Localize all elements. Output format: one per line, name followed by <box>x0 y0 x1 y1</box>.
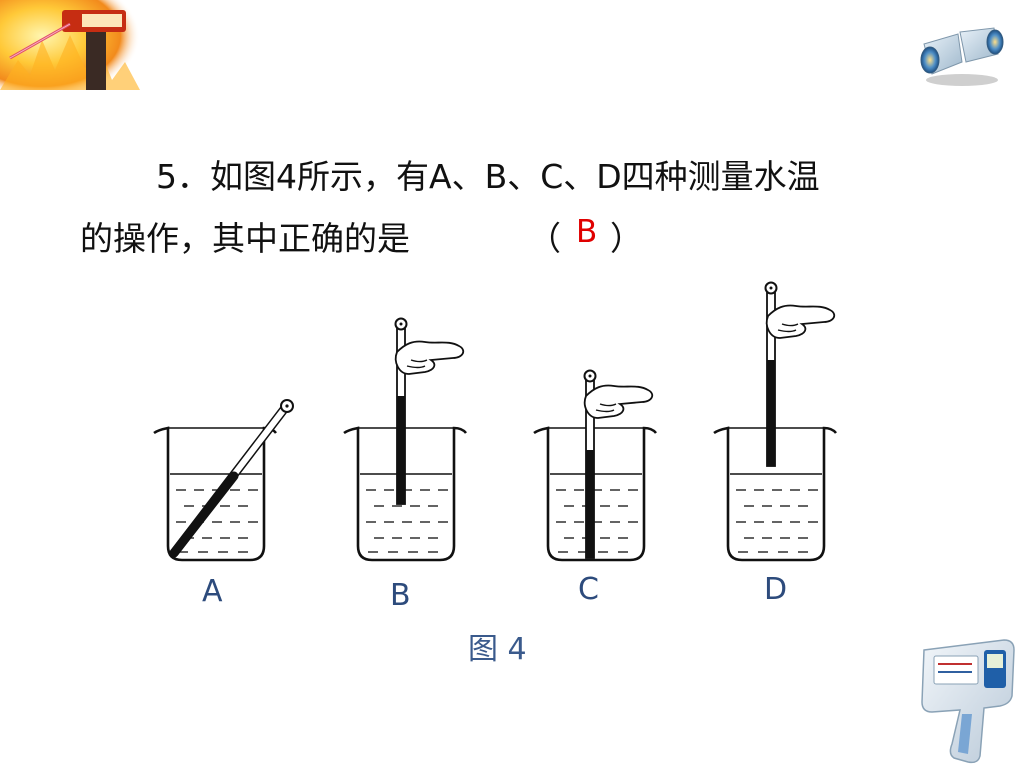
label-c: C <box>578 572 599 607</box>
figure-caption: 图 4 <box>468 632 527 667</box>
paren-close: ） <box>610 219 643 258</box>
label-b: B <box>390 578 411 613</box>
beaker-d <box>712 281 838 562</box>
label-a: A <box>202 574 223 609</box>
paren-open: （ <box>528 219 561 258</box>
binoculars-icon <box>920 27 1004 86</box>
beaker-figure <box>152 281 838 562</box>
infrared-thermometer-icon <box>910 636 1024 768</box>
beaker-b <box>342 317 468 562</box>
label-d: D <box>764 572 788 607</box>
answer-text: B <box>576 214 598 250</box>
question-line-2: 的操作，其中正确的是 <box>80 219 410 258</box>
question-line-1: 5．如图4所示，有A、B、C、D四种测量水温 <box>156 157 820 196</box>
beaker-a <box>152 399 294 562</box>
beaker-c <box>532 369 658 562</box>
fire-thermometer-icon <box>0 0 140 90</box>
